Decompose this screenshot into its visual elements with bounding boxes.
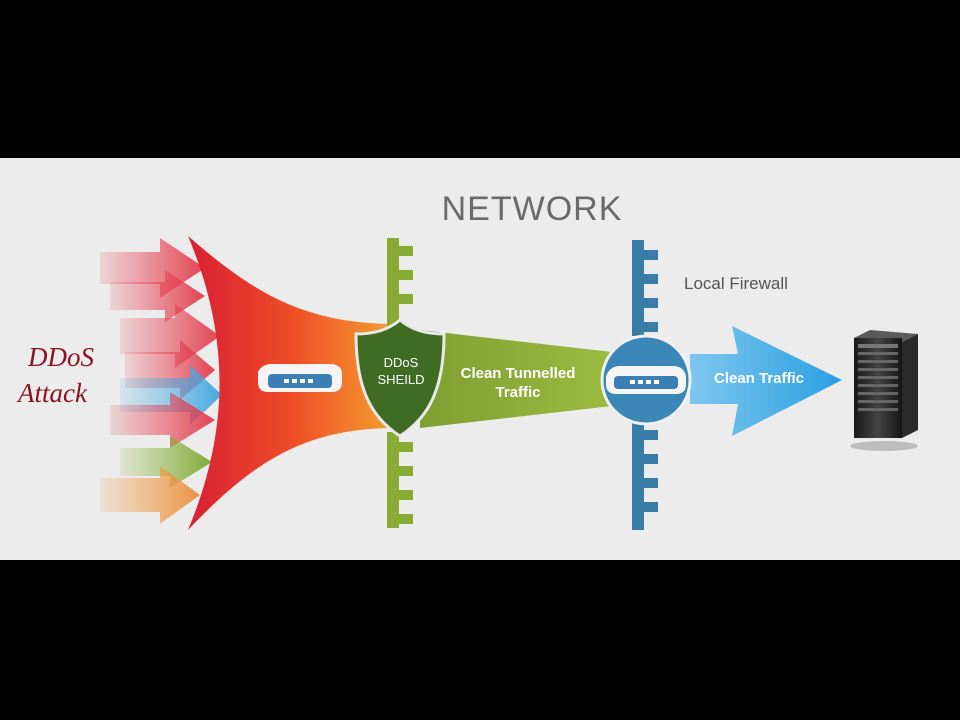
server-icon [850, 330, 918, 451]
clean-tunnel-band [420, 330, 612, 428]
clean-traffic-label: Clean Traffic [714, 370, 805, 387]
local-firewall-label: Local Firewall [684, 274, 788, 293]
ddos-shield-label-line2: SHEILD [377, 372, 425, 387]
router-icon [258, 364, 342, 392]
attack-arrows-icon [100, 238, 222, 524]
attack-arrow [100, 466, 200, 524]
attack-arrow [110, 392, 215, 448]
attack-arrow [120, 436, 212, 488]
ddos-attack-label-line2: Attack [18, 378, 87, 408]
router-icon [606, 366, 686, 394]
diagram-title: NETWORK [441, 190, 623, 228]
firewall-wall-icon [632, 240, 658, 530]
ddos-shield-label: DDoS SHEILD [362, 354, 440, 388]
ddos-shield-label-line1: DDoS [383, 355, 419, 370]
clean-tunnelled-traffic-label: Clean Tunnelled Traffic [460, 365, 576, 401]
ddos-attack-label-line1: DDoS [28, 342, 94, 372]
shield-icon [354, 318, 446, 438]
clean-traffic-arrow [690, 326, 842, 436]
firewall-wall-icon [387, 238, 413, 528]
